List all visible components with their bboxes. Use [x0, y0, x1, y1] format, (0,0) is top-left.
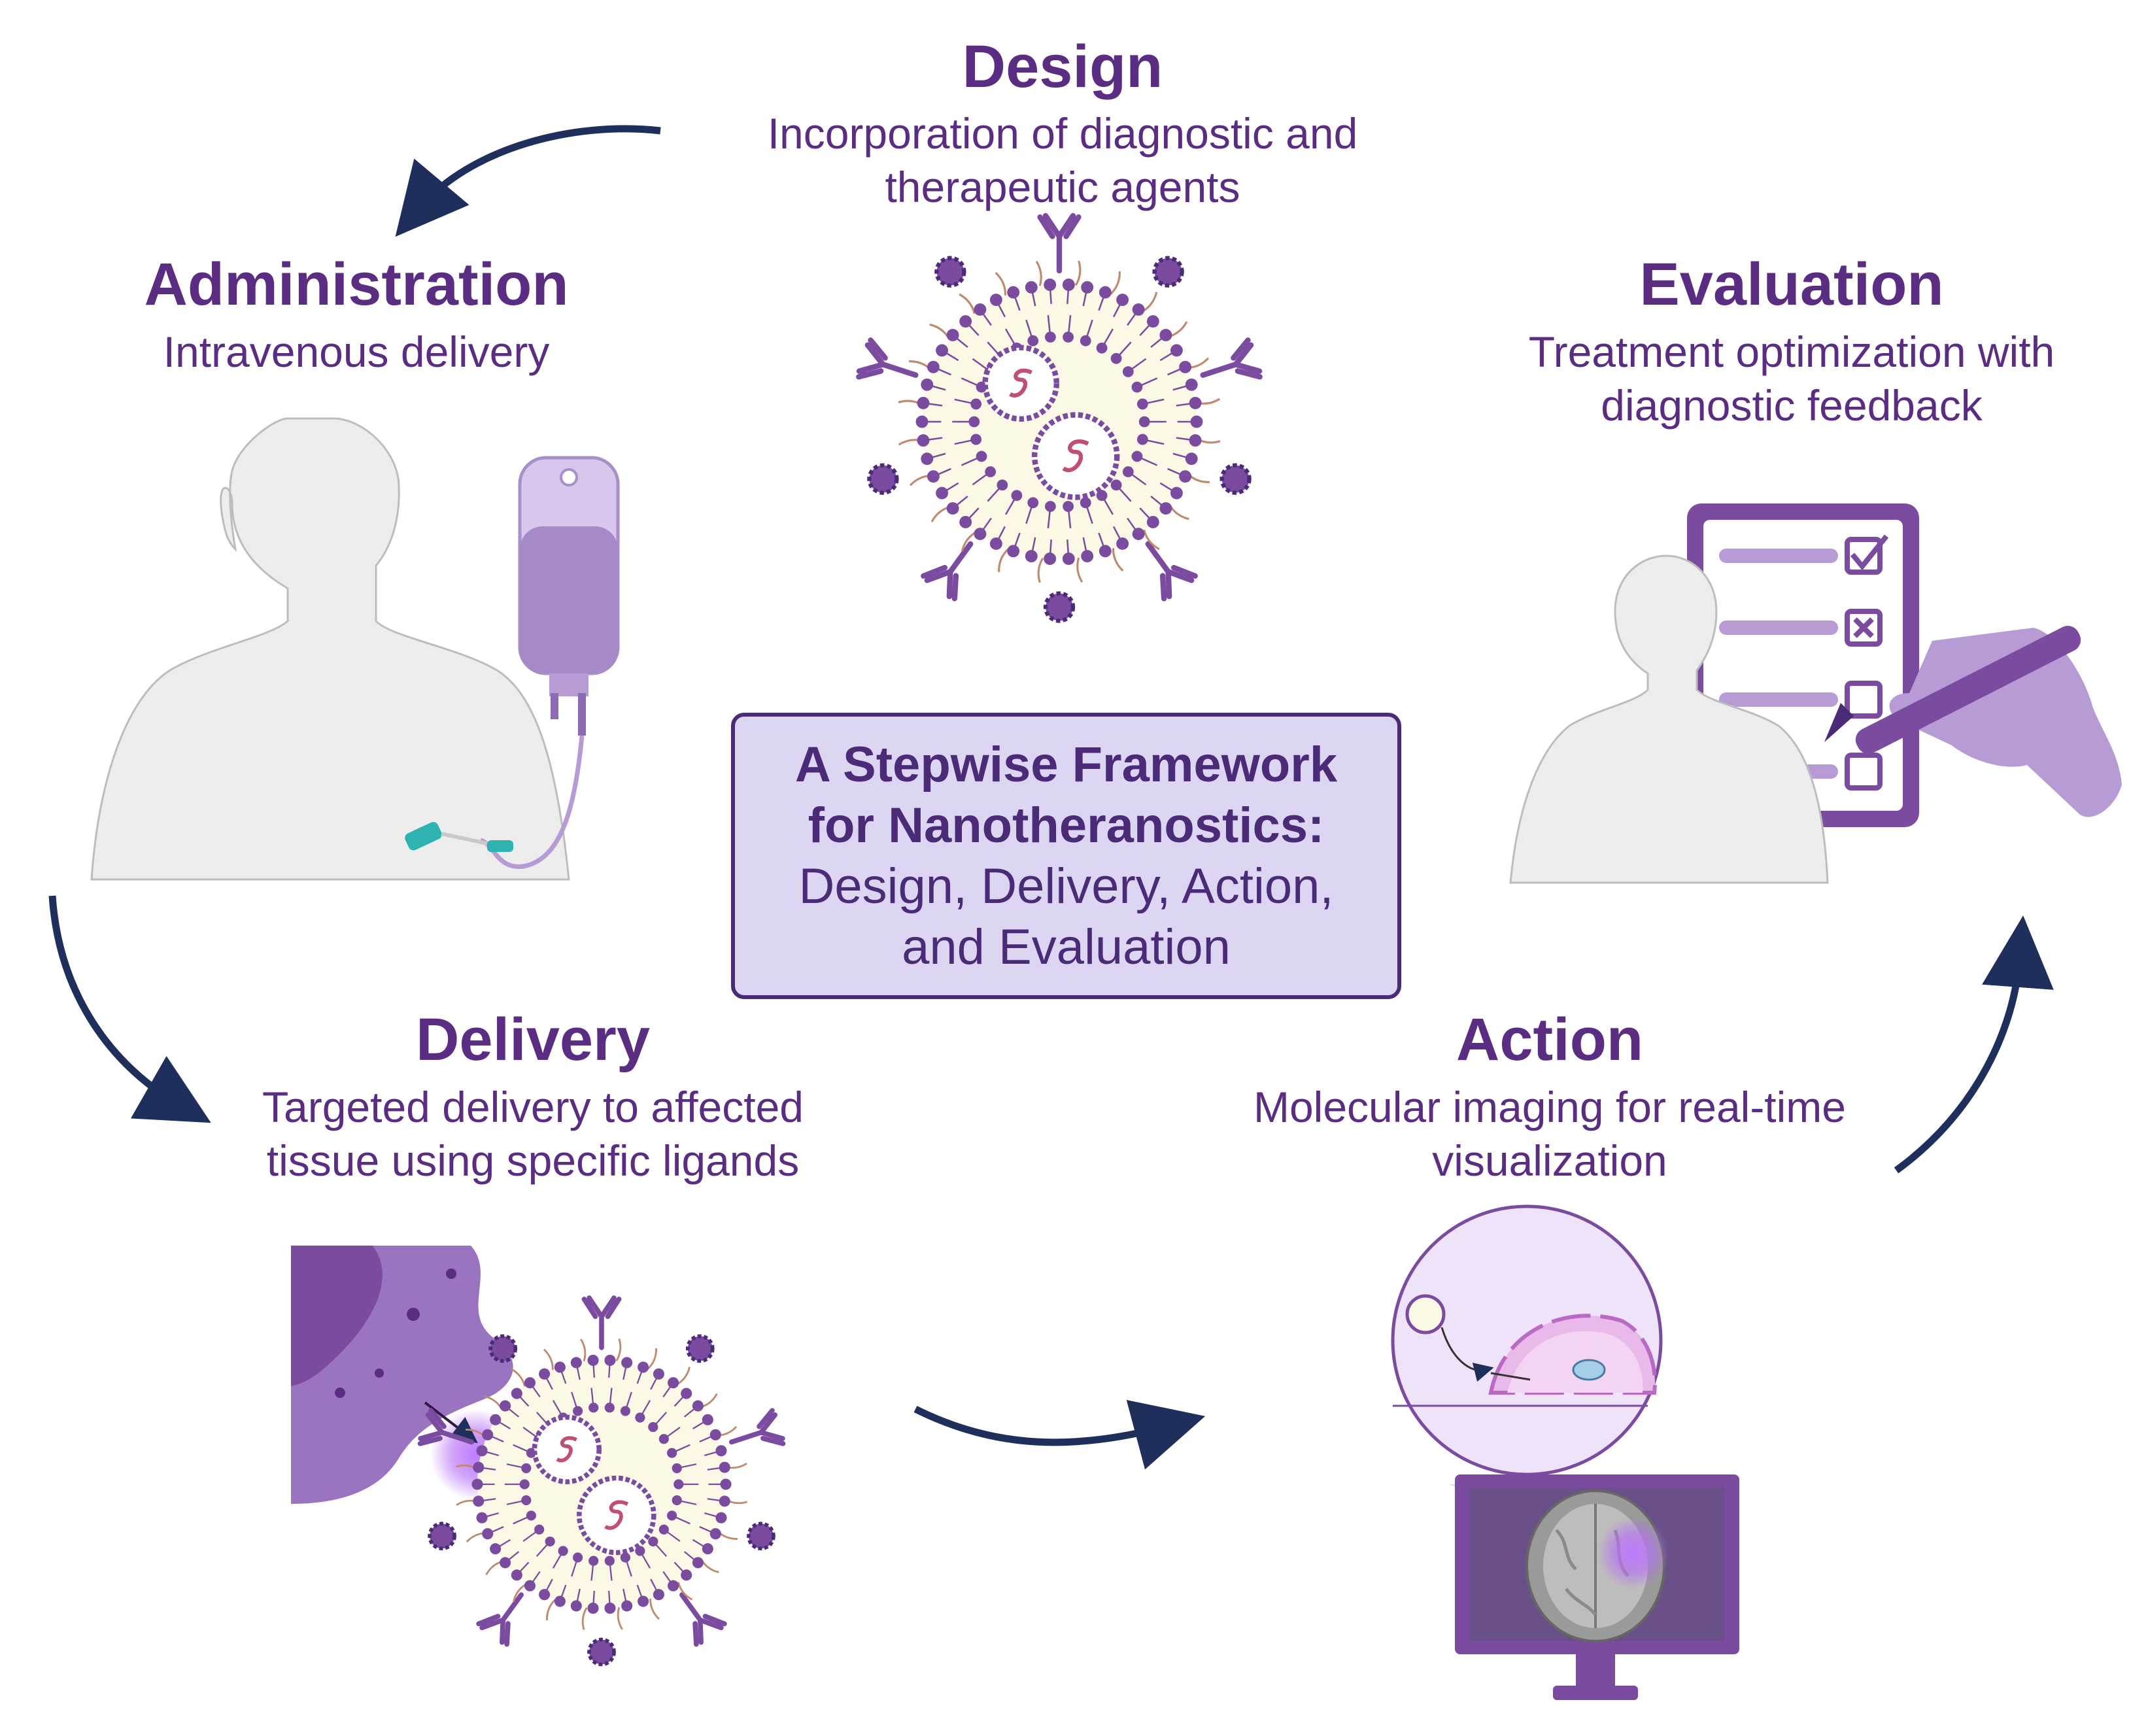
monitor-icon	[1455, 1474, 1739, 1700]
brain-scan-icon	[1526, 1489, 1669, 1642]
protein-icon	[1152, 256, 1184, 288]
protein-icon	[488, 1334, 518, 1363]
checklist-icon	[1687, 503, 1919, 827]
antibody-icon	[1037, 213, 1082, 274]
human-figure-icon	[90, 417, 570, 881]
antibody-icon	[679, 1592, 727, 1647]
center-title-1: A Stepwise Framework	[794, 737, 1338, 792]
action-subtitle-2: visualization	[1432, 1136, 1667, 1185]
arrow-administration-to-delivery	[48, 895, 211, 1123]
magnifier-icon	[1391, 1204, 1663, 1543]
protein-icon	[934, 256, 966, 288]
antibody-icon	[476, 1592, 524, 1647]
antibody-icon	[856, 337, 919, 380]
antibody-icon	[417, 1408, 475, 1446]
design-subtitle-1: Incorporation of diagnostic and	[767, 109, 1358, 158]
arrow-delivery-to-action	[913, 1400, 1206, 1470]
hand-pen-icon	[1824, 626, 2122, 817]
delivery-title: Delivery	[415, 1006, 651, 1073]
antibody-icon	[921, 541, 974, 602]
center-sub-2: and Evaluation	[902, 919, 1231, 975]
center-framework-box: A Stepwise Framework for Nanotheranostic…	[731, 713, 1401, 999]
antibody-icon	[581, 1295, 622, 1350]
iv-bag-icon	[405, 456, 620, 869]
evaluation-title: Evaluation	[1639, 251, 1944, 318]
antibody-icon	[1145, 541, 1198, 602]
design-subtitle-2: therapeutic agents	[885, 163, 1240, 211]
cell-icon	[291, 1246, 522, 1504]
delivery-subtitle-2: tissue using specific ligands	[266, 1136, 800, 1185]
administration-subtitle: Intravenous delivery	[163, 328, 550, 376]
design-title: Design	[962, 33, 1163, 100]
antibody-icon	[728, 1408, 786, 1446]
protein-icon	[867, 463, 899, 495]
antibody-icon	[1200, 337, 1263, 380]
arrow-design-to-administration	[395, 125, 661, 237]
protein-icon	[428, 1522, 456, 1551]
evaluation-subtitle-1: Treatment optimization with	[1528, 328, 2055, 376]
center-title-2: for Nanotheranostics:	[808, 798, 1325, 853]
protein-icon	[1219, 463, 1252, 495]
protein-icon	[1043, 591, 1076, 623]
action-title: Action	[1456, 1006, 1644, 1073]
administration-title: Administration	[144, 251, 569, 318]
action-subtitle-1: Molecular imaging for real-time	[1253, 1083, 1846, 1131]
nanoparticle-icon	[417, 1295, 786, 1667]
delivery-subtitle-1: Targeted delivery to affected	[262, 1083, 804, 1131]
human-figure-icon	[1509, 554, 1829, 884]
protein-icon	[587, 1637, 616, 1667]
evaluation-subtitle-2: diagnostic feedback	[1601, 381, 1983, 430]
center-sub-1: Design, Delivery, Action,	[798, 859, 1334, 914]
protein-icon	[747, 1522, 776, 1551]
nanoparticle-icon	[856, 213, 1263, 623]
protein-icon	[685, 1334, 715, 1363]
